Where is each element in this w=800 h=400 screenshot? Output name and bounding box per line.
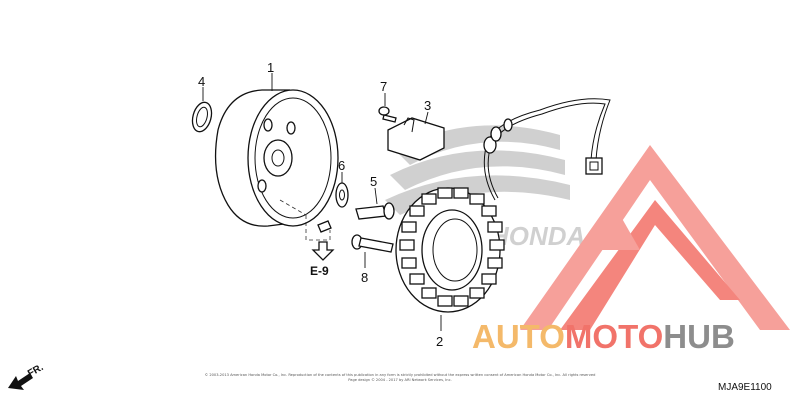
part-flywheel: 1 [214,60,339,227]
part-bolt-bracket: 7 [378,79,397,123]
part-key-dashed [279,199,332,241]
callout-6: 6 [338,158,345,173]
callout-8: 8 [361,270,368,285]
part-bracket: 3 [387,98,445,161]
part-washer: 6 [335,158,349,208]
front-arrow-icon [8,373,33,390]
part-bolt-flywheel: 5 [355,174,395,220]
connector-icon [585,157,603,175]
callout-4: 4 [198,74,205,89]
watermark-triangle-outer [520,145,790,330]
watermark-text: AUTOMOTOHUB [472,318,735,355]
reference-e9-label: E-9 [310,264,329,278]
watermark-hub: HUB [663,318,735,355]
callout-1: 1 [267,60,274,75]
watermark-triangle-small [600,215,640,250]
diagram-code: MJA9E1100 [718,382,772,393]
part-bolt-stator: 8 [351,234,394,285]
front-label: FR. [26,362,46,380]
honda-text: HONDA [490,221,585,251]
copyright-line-1: © 2003-2013 American Honda Motor Co., In… [205,373,596,377]
front-direction-indicator: FR. [8,362,46,390]
part-oring: 4 [191,74,213,133]
part-stator: 2 [395,187,505,349]
stator-teeth [399,187,505,307]
callout-7: 7 [380,79,387,94]
callout-3: 3 [424,98,431,113]
watermark-moto: MOTO [565,318,663,355]
reference-e9: E-9 [310,241,335,278]
wiring-harness [483,98,611,201]
copyright-line-2: Page design © 2004 - 2017 by ARI Network… [348,378,451,382]
callout-2: 2 [436,334,443,349]
watermark-triangle-inner [560,200,740,330]
watermark-auto: AUTO [472,318,565,355]
watermark-logo: AUTOMOTOHUB [472,145,790,355]
callout-5: 5 [370,174,377,189]
